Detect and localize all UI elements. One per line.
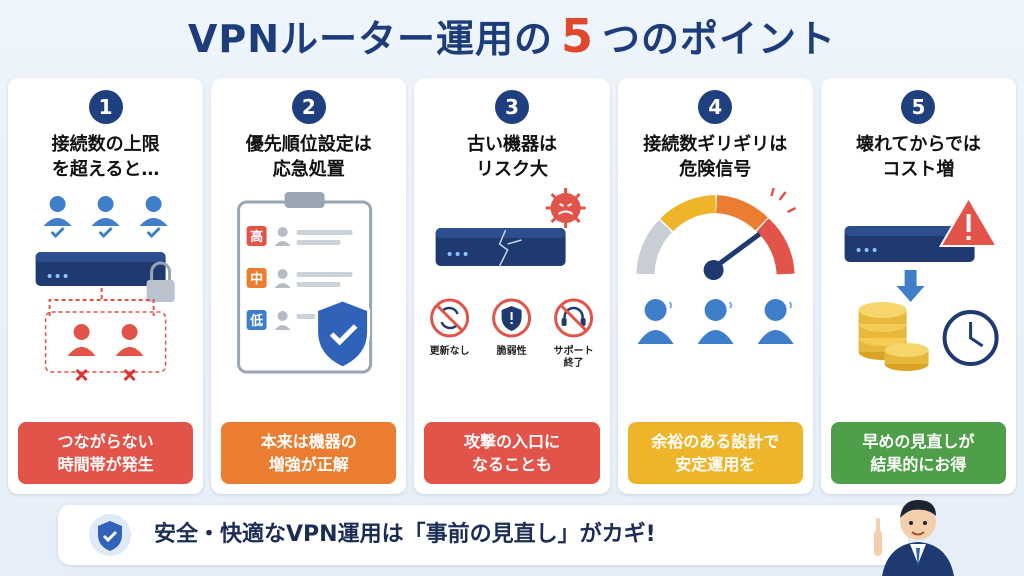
point-card-5: 5 壊れてからでは コスト増 xyxy=(820,78,1017,494)
warning-icon xyxy=(938,196,999,247)
old-device-illustration: 更新なし 脆弱性 サポート 終了 xyxy=(430,188,594,369)
router-icon xyxy=(35,252,166,286)
point-number-4: 4 xyxy=(698,90,733,124)
shield-check-icon xyxy=(89,514,131,556)
priority-mid-label: 中 xyxy=(250,271,263,287)
point-number-5: 5 xyxy=(901,90,936,124)
risk-label-support: サポート xyxy=(554,344,594,357)
point-banner-4: 余裕のある設計で 安定運用を xyxy=(627,422,803,484)
point-number-1: 1 xyxy=(88,90,123,124)
worried-user-icon xyxy=(637,299,794,344)
arrow-down-icon xyxy=(896,270,925,302)
point-banner-2: 本来は機器の 増強が正解 xyxy=(221,422,397,484)
point-banner-3: 攻撃の入口に なることも xyxy=(424,422,600,484)
title-before: VPNルーター運用の xyxy=(187,17,554,61)
point-banner-1: つながらない 時間帯が発生 xyxy=(18,422,194,484)
lock-icon xyxy=(146,261,175,302)
title-after: つのポイント xyxy=(602,17,837,61)
priority-high-label: 高 xyxy=(250,229,263,245)
support-end-icon xyxy=(554,298,594,338)
risk-label-no-update: 更新なし xyxy=(430,344,470,357)
point-banner-5: 早めの見直しが 結果的にお得 xyxy=(830,422,1007,484)
point-title-1: 接続数の上限 を超えると… xyxy=(51,134,160,180)
risk-label-vulnerability: 脆弱性 xyxy=(496,344,527,357)
point-card-2: 2 優先順位設定は 応急処置 高 中 低 xyxy=(211,78,407,494)
point-number-3: 3 xyxy=(495,90,529,124)
points-row: 1 接続数の上限 を超えると… xyxy=(8,78,1017,494)
no-update-icon xyxy=(430,298,470,338)
virus-icon xyxy=(546,188,587,228)
point-card-3: 3 古い機器は リスク大 xyxy=(414,78,610,494)
footer-text: 安全・快適なVPN運用は「事前の見直し」がカギ! xyxy=(154,522,656,547)
coins-icon xyxy=(858,302,929,371)
point-title-3: 古い機器は リスク大 xyxy=(467,134,557,180)
priority-low-label: 低 xyxy=(249,313,263,329)
clock-icon xyxy=(942,310,999,366)
shield-check-icon xyxy=(315,298,371,370)
router-icon xyxy=(844,226,975,262)
capacity-illustration xyxy=(636,188,796,344)
footer-message-bar: 安全・快適なVPN運用は「事前の見直し」がカギ! xyxy=(58,505,908,565)
point-title-4: 接続数ギリギリは 危険信号 xyxy=(643,134,788,180)
router-icon xyxy=(436,228,567,267)
connection-limit-illustration xyxy=(35,196,175,382)
user-x-icon xyxy=(67,324,144,382)
point-card-1: 1 接続数の上限 を超えると… xyxy=(8,78,204,494)
gauge-icon xyxy=(636,188,796,280)
priority-illustration: 高 中 低 xyxy=(237,192,373,374)
point-number-2: 2 xyxy=(291,90,326,124)
vulnerability-icon xyxy=(492,298,532,338)
cost-illustration xyxy=(844,196,999,371)
risk-label-end: 終了 xyxy=(564,356,584,369)
point-title-5: 壊れてからでは コスト増 xyxy=(855,134,981,180)
point-card-4: 4 接続数ギリギリは 危険信号 余裕のある設計で 安定運用を xyxy=(617,78,813,494)
user-check-icon xyxy=(43,196,168,239)
title-number: 5 xyxy=(561,9,595,63)
businessman-icon xyxy=(874,500,954,576)
point-title-2: 優先順位設定は 応急処置 xyxy=(245,134,372,180)
